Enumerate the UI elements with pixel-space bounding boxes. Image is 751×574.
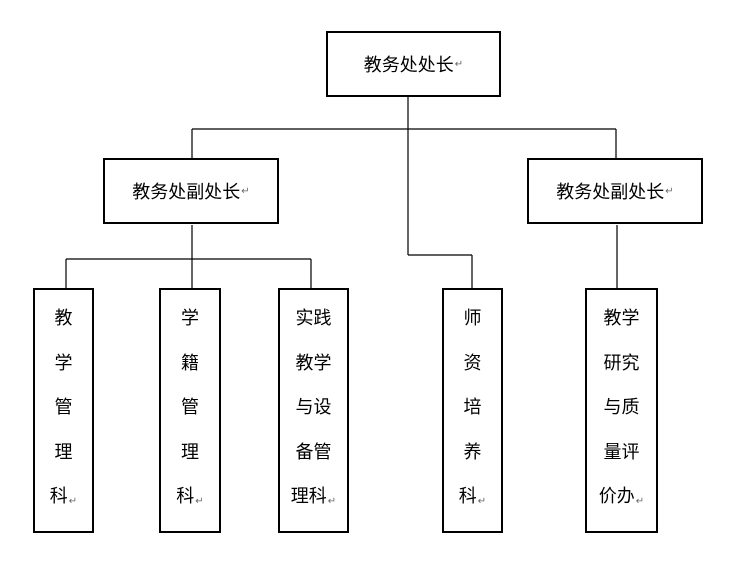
node-text-line: 学	[181, 308, 199, 329]
node-text-line: 学	[54, 352, 73, 374]
node-director: 教务处处长↵	[326, 31, 501, 97]
node-teacher-training: 师 资 培 养 科↵	[442, 288, 503, 533]
node-text-line: 备管	[295, 441, 332, 463]
node-text-line: 价办	[598, 486, 635, 508]
node-text-line: 科	[176, 486, 195, 508]
node-deputy-right-label: 教务处副处长	[556, 182, 665, 203]
node-text-line-last: 科↵	[459, 486, 486, 531]
node-student-records: 学 籍 管 理 科↵	[159, 288, 221, 533]
node-text-line: 理	[181, 441, 199, 463]
paragraph-mark: ↵	[195, 496, 204, 508]
paragraph-mark: ↵	[477, 496, 487, 508]
paragraph-mark: ↵	[68, 496, 78, 508]
node-text-line: 籍	[181, 352, 199, 374]
node-teaching-admin: 教 学 管 理 科↵	[33, 288, 94, 533]
node-text-line: 养	[463, 441, 482, 463]
node-text-line: 教学	[295, 352, 332, 374]
node-text-line: 培	[463, 397, 482, 419]
node-text-line: 师	[463, 308, 482, 329]
node-text-line: 量评	[603, 441, 640, 463]
node-deputy-right: 教务处副处长↵	[527, 158, 703, 224]
node-text-line: 与设	[295, 397, 332, 419]
node-deputy-left-label: 教务处副处长	[132, 182, 241, 203]
node-text-line: 研究	[603, 352, 640, 374]
node-text-line-last: 科↵	[176, 486, 203, 531]
node-research-evaluation: 教学 研究 与质 量评 价办↵	[585, 288, 658, 533]
node-text-line: 科	[49, 486, 68, 508]
paragraph-mark: ↵	[454, 58, 464, 70]
node-text-line: 教	[54, 308, 73, 329]
paragraph-mark: ↵	[241, 185, 250, 197]
node-deputy-left: 教务处副处长↵	[103, 158, 279, 224]
node-text-line: 管	[181, 397, 199, 419]
node-text-line-last: 理科↵	[291, 486, 336, 531]
node-practice-equipment: 实践 教学 与设 备管 理科↵	[278, 288, 349, 533]
node-director-label: 教务处处长	[363, 55, 454, 76]
node-text-line: 教学	[603, 308, 640, 329]
node-text-line: 实践	[295, 308, 332, 329]
node-text-line: 理	[54, 441, 73, 463]
node-text-line-last: 价办↵	[599, 486, 644, 531]
node-text-line: 科	[458, 486, 477, 508]
paragraph-mark: ↵	[665, 185, 674, 197]
node-text-line-last: 科↵	[50, 486, 77, 531]
paragraph-mark: ↵	[635, 496, 645, 508]
node-text-line: 管	[54, 397, 73, 419]
node-text-line: 理科	[290, 486, 327, 508]
node-text-line: 资	[463, 352, 482, 374]
paragraph-mark: ↵	[327, 496, 337, 508]
node-text-line: 与质	[603, 397, 640, 419]
